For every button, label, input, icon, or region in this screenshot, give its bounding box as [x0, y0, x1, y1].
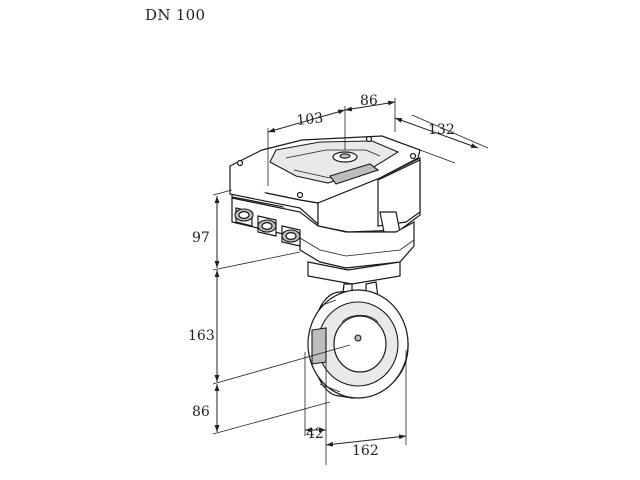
- dim-97: 97: [192, 230, 210, 246]
- dim-132: 132: [428, 122, 455, 138]
- dim-42: 42: [306, 426, 324, 442]
- dim-163: 163: [188, 328, 215, 344]
- cable-gland-2: [257, 215, 277, 237]
- cable-gland-3: [281, 225, 301, 247]
- drawing-title: DN 100: [145, 6, 206, 24]
- cable-gland-1: [234, 207, 254, 227]
- dim-86-top: 86: [360, 93, 378, 109]
- dim-103: 103: [296, 110, 324, 129]
- dim-86-lower: 86: [192, 404, 210, 420]
- actuator-housing: [229, 135, 421, 303]
- dimension-lines: 103 86 132 97 163 86 42 162: [188, 93, 489, 465]
- dim-162: 162: [352, 443, 379, 459]
- valve-body: [307, 289, 409, 399]
